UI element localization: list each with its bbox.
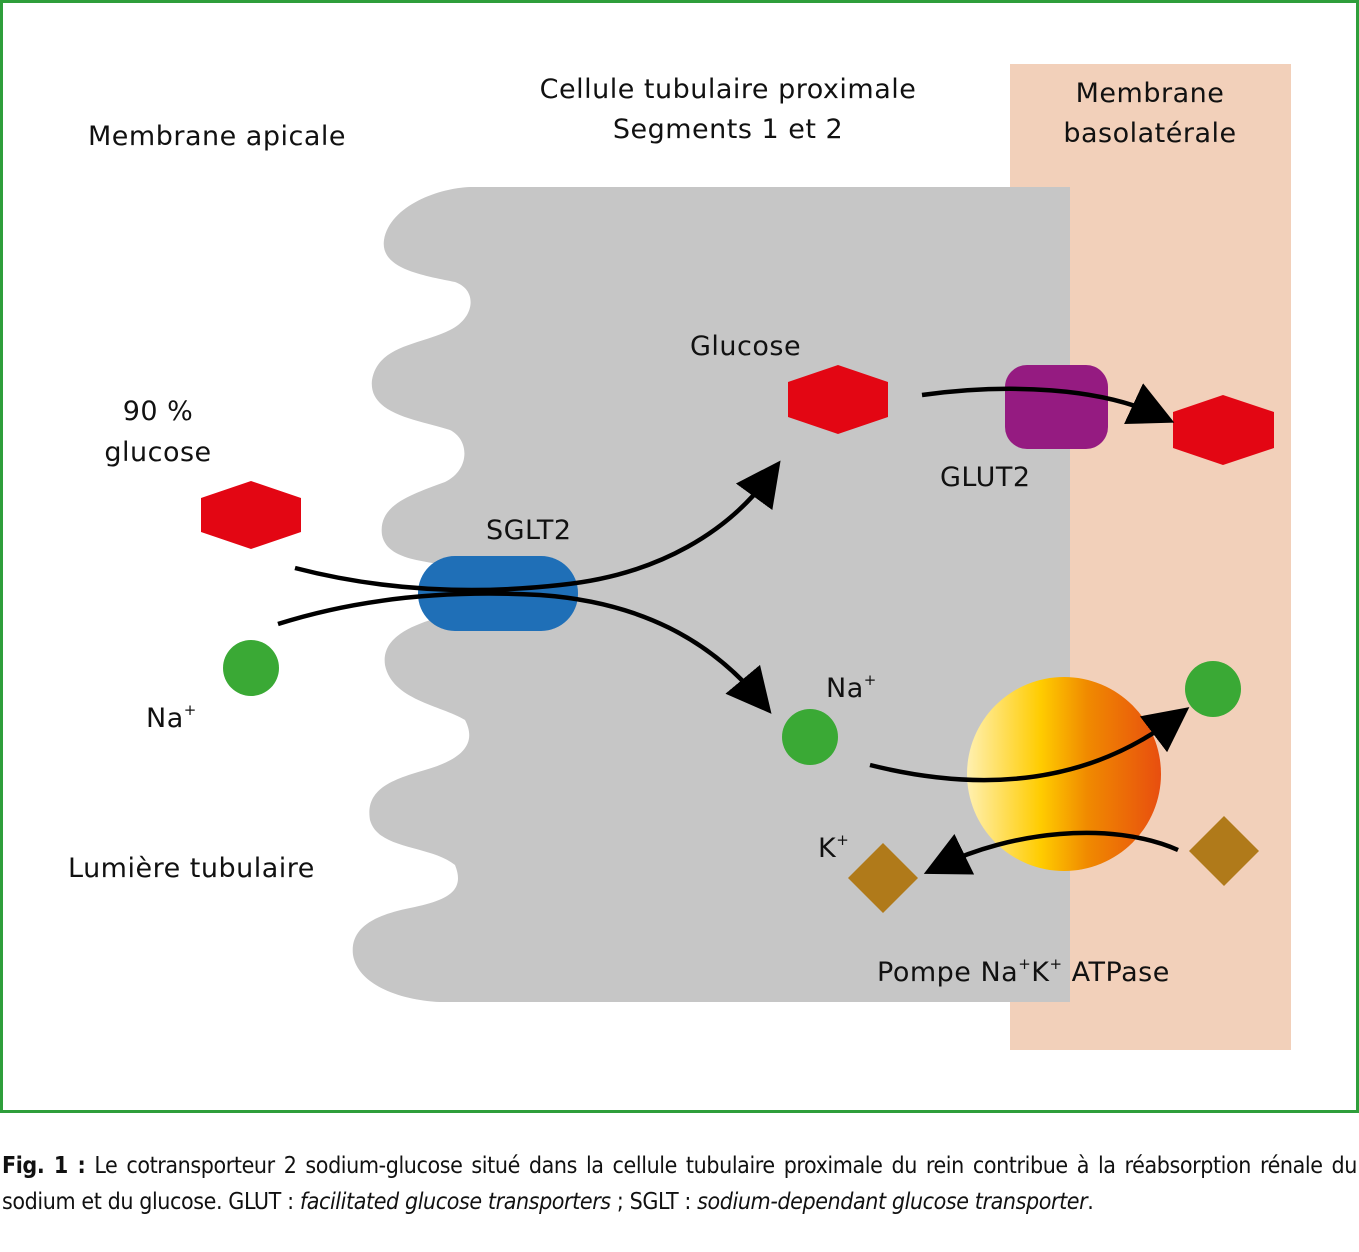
figure-caption: Fig. 1 : Le cotransporteur 2 sodium-gluc… — [2, 1148, 1357, 1220]
na-k-atpase-pump — [967, 677, 1161, 871]
cell-title-line1: Cellule tubulaire proximale — [540, 74, 917, 105]
glucose-uptake-arrow — [294, 460, 781, 593]
glucose-percent-label: 90 % — [123, 396, 194, 427]
na-cell-label: Na+ — [826, 671, 877, 704]
sodium-pump-arrow — [869, 707, 1190, 783]
glut2-transporter — [1005, 365, 1108, 449]
tubular-cell — [352, 187, 1070, 1002]
potassium-interstitium-diamond-icon — [1189, 816, 1259, 886]
diagram-figure: Membrane apicale Cellule tubulaire proxi… — [0, 0, 1359, 1113]
tubular-lumen-label: Lumière tubulaire — [68, 853, 315, 884]
sodium-cell-circle-icon — [782, 709, 838, 765]
pump-label: Pompe Na+K+ ATPase — [877, 955, 1170, 988]
glucose-cell-hexagon-icon — [788, 365, 888, 434]
caption-text-3: . — [1087, 1189, 1094, 1215]
glucose-cell-label: Glucose — [690, 331, 801, 362]
apical-membrane-label: Membrane apicale — [88, 121, 346, 152]
glucose-interstitium-hexagon-icon — [1173, 395, 1274, 465]
glut2-label: GLUT2 — [940, 462, 1031, 493]
sodium-interstitium-circle-icon — [1185, 661, 1241, 717]
caption-text-1: Le cotransporteur 2 sodium-glucose situé… — [2, 1153, 1358, 1215]
caption-fig-label: Fig. 1 : — [2, 1153, 86, 1179]
basolateral-label-line1: Membrane — [1076, 78, 1225, 109]
glucose-lumen-label: glucose — [104, 437, 211, 468]
potassium-cell-diamond-icon — [848, 843, 918, 913]
cell-title-line2: Segments 1 et 2 — [613, 114, 843, 145]
sglt2-label: SGLT2 — [486, 515, 572, 546]
sodium-uptake-arrow — [277, 591, 772, 714]
potassium-pump-arrow — [923, 830, 1179, 875]
caption-glut-definition: facilitated glucose transporters — [299, 1189, 611, 1215]
na-lumen-label: Na+ — [146, 701, 197, 734]
caption-sglt-definition: sodium-dependant glucose transporter — [697, 1189, 1088, 1215]
basolateral-label-line2: basolatérale — [1063, 118, 1236, 149]
glucose-lumen-hexagon-icon — [201, 481, 301, 549]
k-label: K+ — [818, 831, 849, 864]
glucose-glut2-arrow — [921, 383, 1175, 425]
caption-text-2: ; SGLT : — [610, 1189, 698, 1215]
sodium-lumen-circle-icon — [223, 640, 279, 696]
